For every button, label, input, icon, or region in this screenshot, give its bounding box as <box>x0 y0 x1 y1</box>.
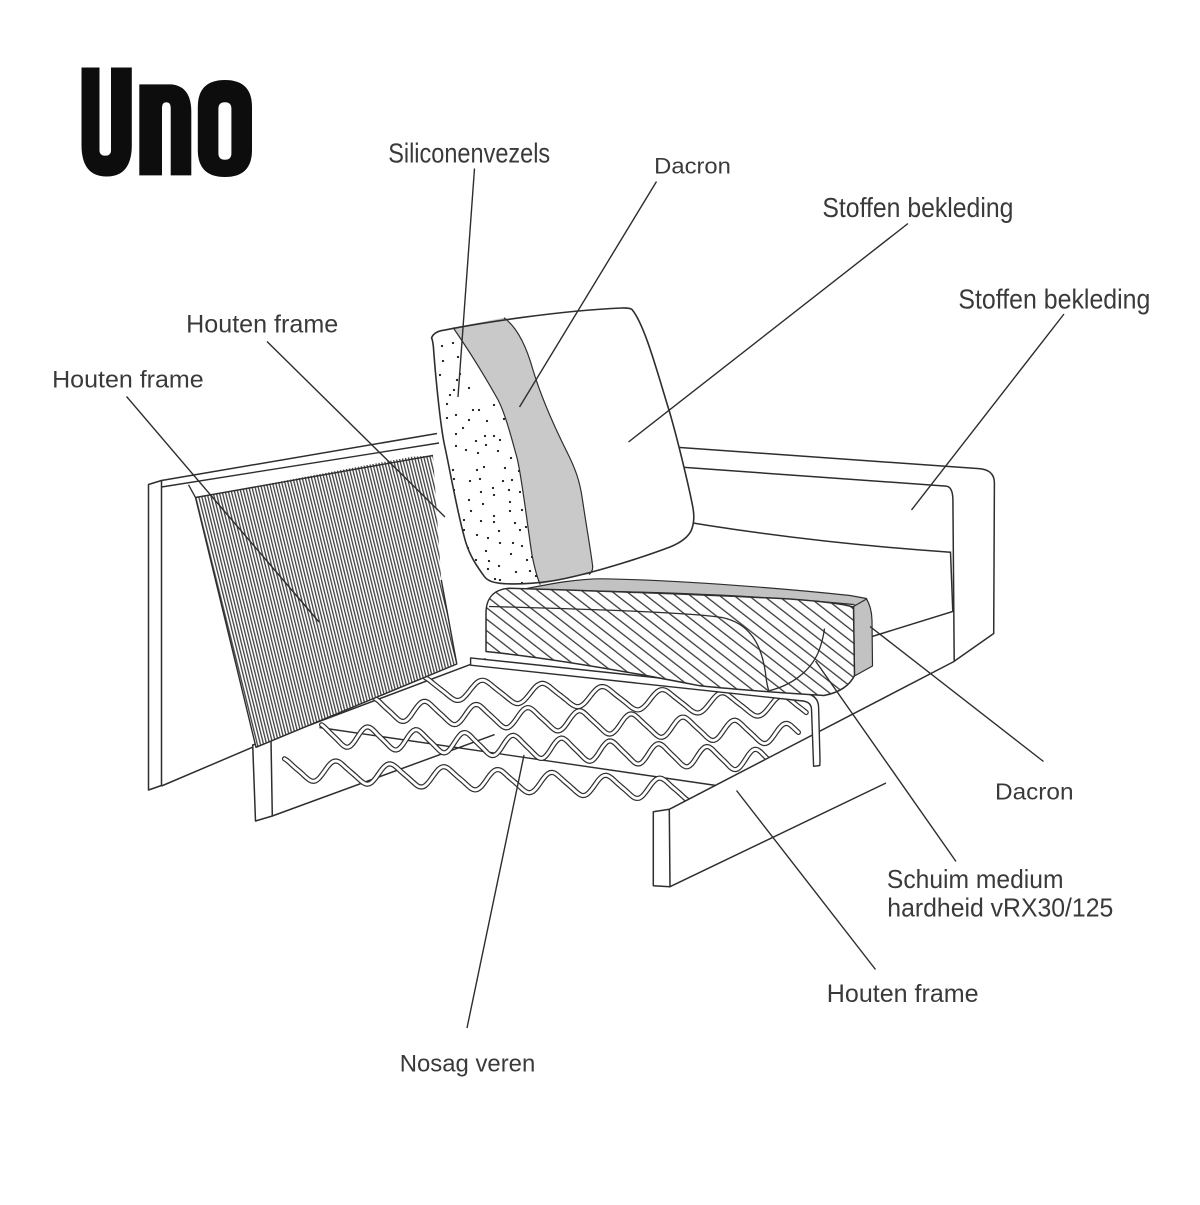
svg-text:hardheid vRX30/125: hardheid vRX30/125 <box>887 894 1113 922</box>
svg-text:Schuim medium: Schuim medium <box>887 866 1064 894</box>
svg-text:Dacron: Dacron <box>654 153 731 178</box>
svg-text:Houten frame: Houten frame <box>827 981 979 1008</box>
svg-text:Siliconenvezels: Siliconenvezels <box>388 138 550 169</box>
svg-text:Stoffen bekleding: Stoffen bekleding <box>822 192 1013 223</box>
svg-text:Houten frame: Houten frame <box>52 367 204 394</box>
svg-text:Nosag veren: Nosag veren <box>400 1051 536 1078</box>
svg-text:Dacron: Dacron <box>995 779 1074 805</box>
svg-text:Stoffen bekleding: Stoffen bekleding <box>958 283 1150 314</box>
svg-text:Houten frame: Houten frame <box>186 311 338 339</box>
